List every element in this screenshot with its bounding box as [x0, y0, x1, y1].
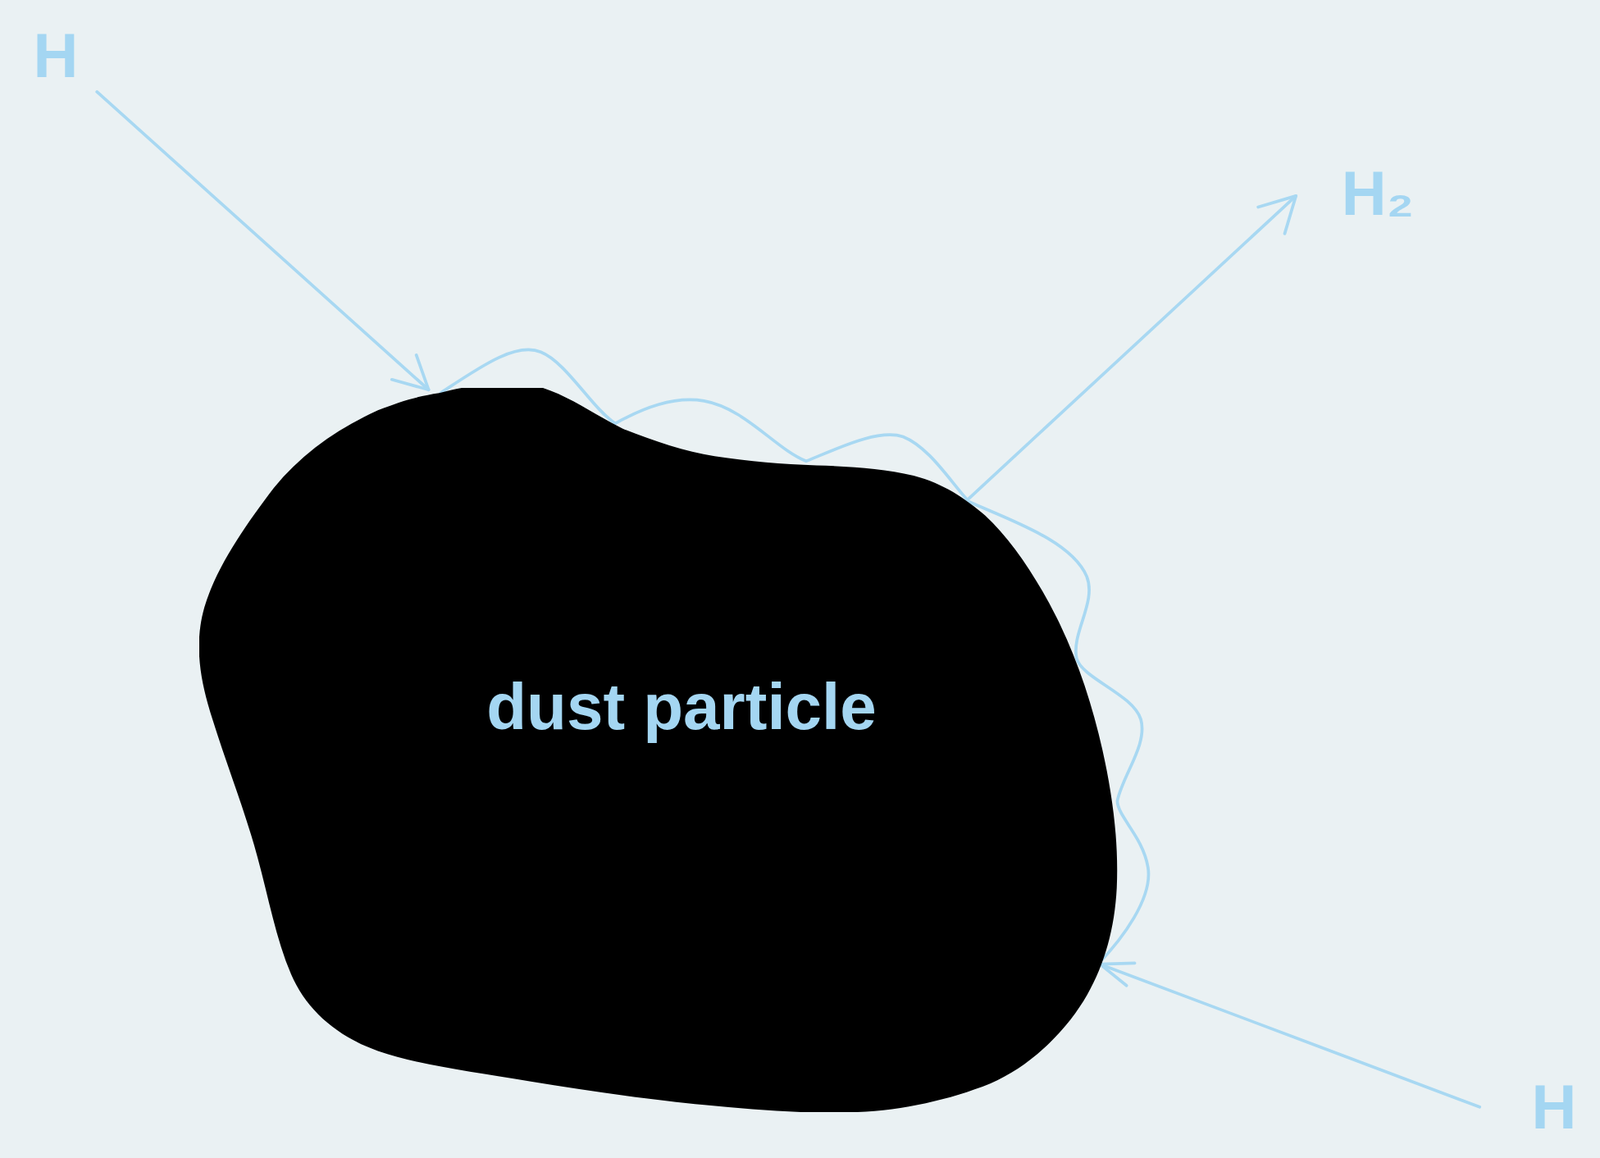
arrow-head: [1099, 962, 1135, 985]
incoming-path: [1099, 964, 1480, 1108]
incoming-path: [96, 91, 429, 390]
arrow-head: [1258, 196, 1296, 234]
outgoing-path: [967, 196, 1297, 501]
particle-shape: [199, 387, 1118, 1113]
species-label: H: [33, 24, 79, 87]
species-label: H: [1531, 1075, 1578, 1139]
species-label: H₂: [1341, 162, 1415, 225]
arrow-head: [392, 355, 429, 390]
particle-label: dust particle: [486, 674, 877, 740]
dust-particle: dust particle: [199, 387, 1118, 1113]
particle-outline: [199, 387, 1117, 1113]
